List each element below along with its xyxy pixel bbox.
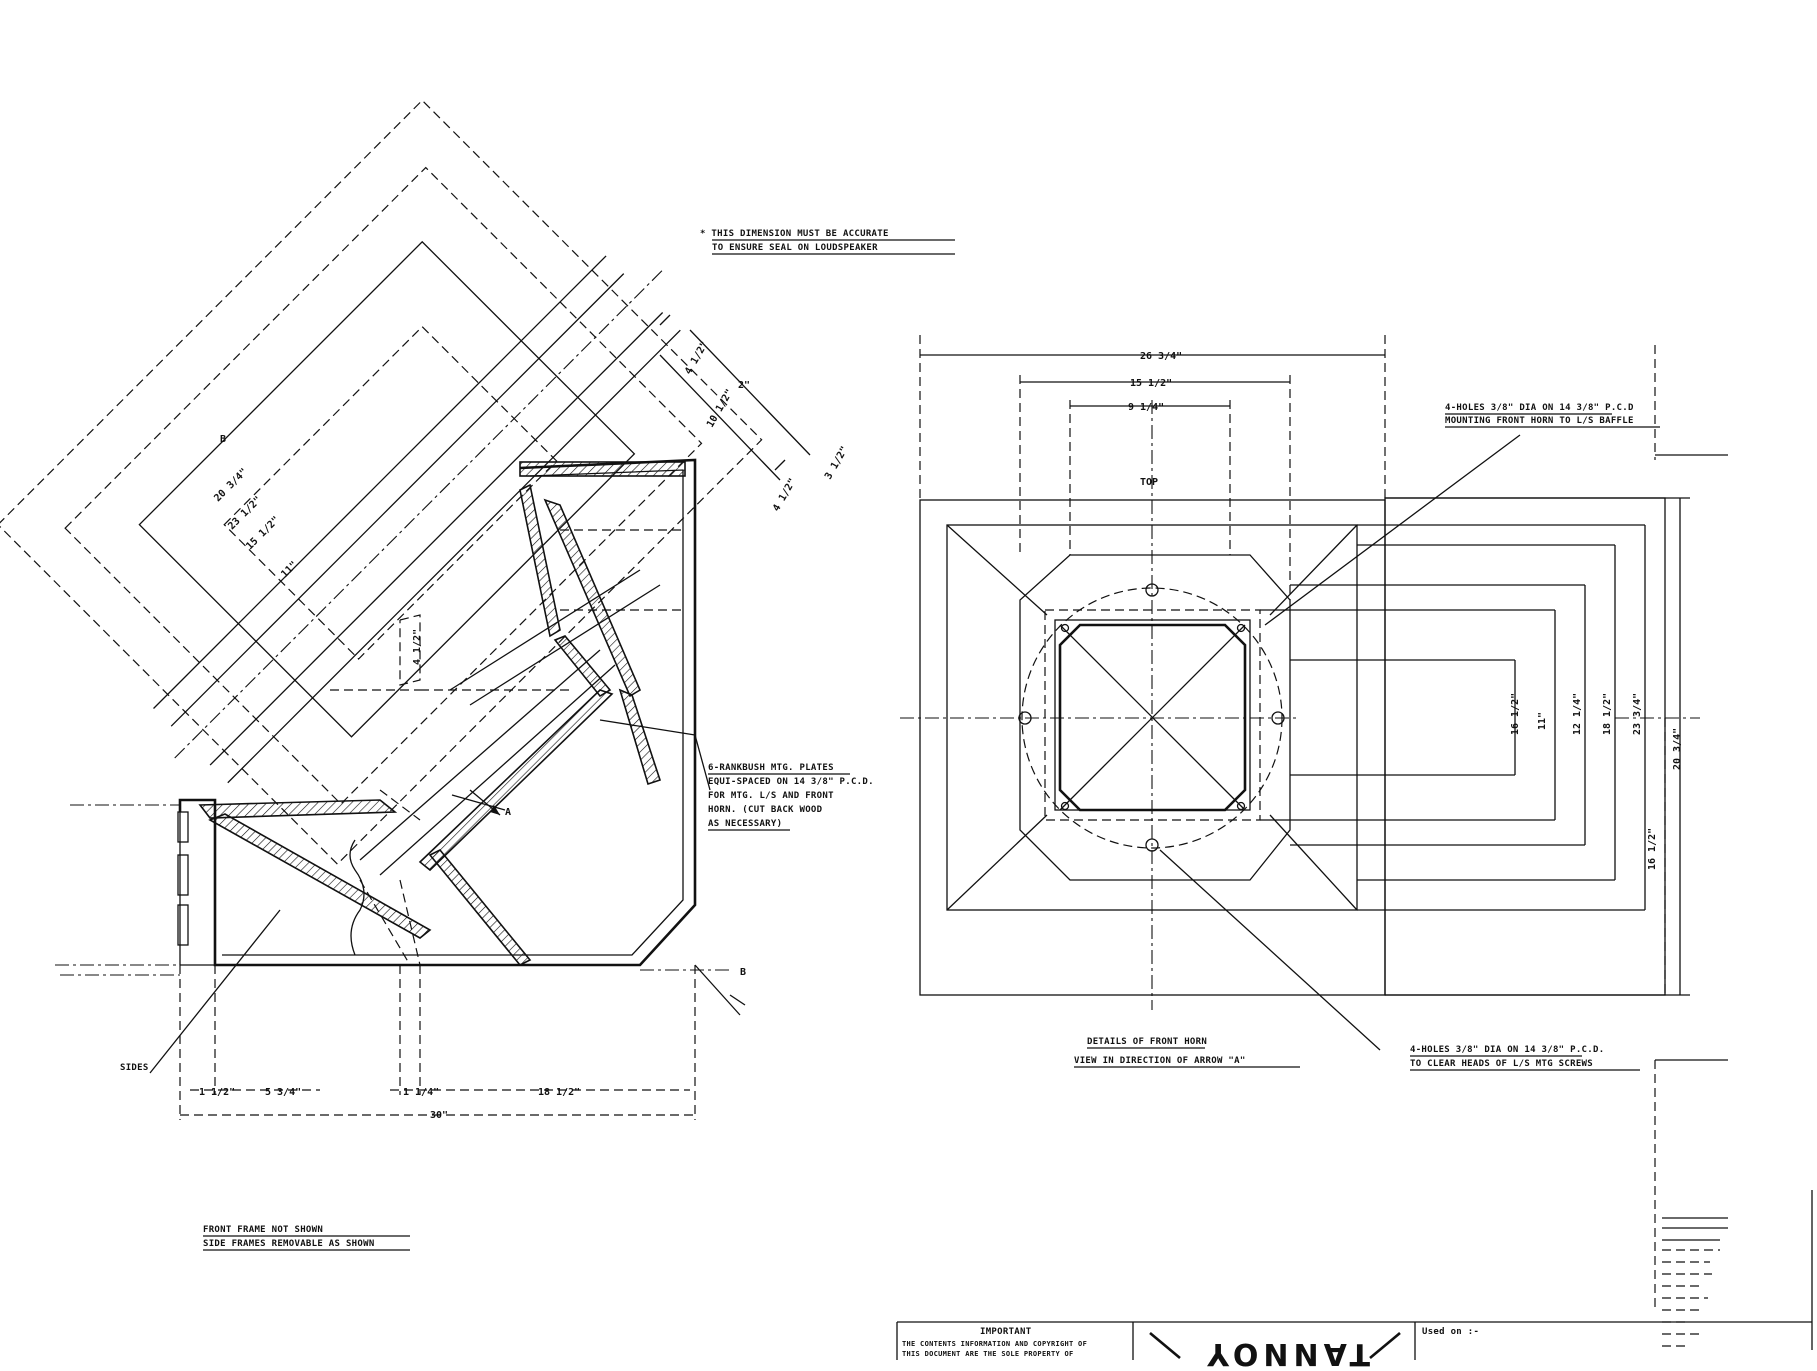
horn-h5: 23 3/4" xyxy=(1632,693,1643,735)
arrow-a-label: A xyxy=(505,807,511,818)
frame-note-1: FRONT FRAME NOT SHOWN xyxy=(203,1225,323,1235)
plates-note-2: EQUI-SPACED ON 14 3/8" P.C.D. xyxy=(708,777,874,787)
title-block: IMPORTANT THE CONTENTS INFORMATION AND C… xyxy=(896,1217,1812,1371)
details-title: DETAILS OF FRONT HORN xyxy=(1087,1037,1207,1047)
dim-d1: 1 1/2" xyxy=(199,1087,235,1098)
dim-d4: 18 1/2" xyxy=(538,1087,580,1098)
plates-note-4: HORN. (CUT BACK WOOD xyxy=(708,805,823,815)
horn-w3: 9 1/4" xyxy=(1128,402,1164,413)
plates-note-5: AS NECESSARY) xyxy=(708,819,782,829)
dim-d3: 1 1/4" xyxy=(403,1087,439,1098)
dim-diag1: 20 3/4" xyxy=(212,467,250,505)
holes-mounting-1: 4-HOLES 3/8" DIA ON 14 3/8" P.C.D xyxy=(1445,403,1634,413)
copyright-line2: THIS DOCUMENT ARE THE SOLE PROPERTY OF xyxy=(902,1350,1074,1358)
details-subtitle: VIEW IN DIRECTION OF ARROW "A" xyxy=(1074,1056,1246,1066)
horn-h7: 16 1/2" xyxy=(1647,828,1658,870)
holes-clear-2: TO CLEAR HEADS OF L/S MTG SCREWS xyxy=(1410,1059,1593,1069)
dim-small4: 3 1/2" xyxy=(823,445,851,482)
tannoy-logo: TANNOY xyxy=(1202,1336,1370,1371)
horn-h4: 18 1/2" xyxy=(1602,693,1613,735)
horn-h6: 20 3/4" xyxy=(1672,728,1683,770)
dim-small1: 4 1/2" xyxy=(412,629,423,665)
tannoy-logo-text: TANNOY xyxy=(1202,1336,1370,1371)
horn-w2: 15 1/2" xyxy=(1130,378,1172,389)
front-horn-detail-view xyxy=(900,335,1813,1350)
accuracy-note: * THIS DIMENSION MUST BE ACCURATE TO ENS… xyxy=(700,229,955,255)
horn-h2: 11" xyxy=(1537,712,1548,730)
copyright-line1: THE CONTENTS INFORMATION AND COPYRIGHT O… xyxy=(902,1340,1087,1348)
revision-block xyxy=(1662,1217,1728,1347)
plates-note-3: FOR MTG. L/S AND FRONT xyxy=(708,791,834,801)
important-label: IMPORTANT xyxy=(980,1327,1032,1337)
sides-label: SIDES xyxy=(120,1063,149,1073)
dim-diag2: 23 1/2" xyxy=(226,495,264,533)
dim-d2: 5 3/4" xyxy=(265,1087,301,1098)
accuracy-note-line1: * THIS DIMENSION MUST BE ACCURATE xyxy=(700,229,889,239)
front-horn-labels: 26 3/4" 15 1/2" 9 1/4" TOP 16 1/2" 11" 1… xyxy=(1074,351,1683,1071)
frame-note-2: SIDE FRAMES REMOVABLE AS SHOWN xyxy=(203,1239,375,1249)
horn-h1: 16 1/2" xyxy=(1510,693,1521,735)
section-marker-bottom: B xyxy=(740,967,746,978)
dim-overall: 30" xyxy=(430,1110,448,1121)
side-section-view xyxy=(0,99,811,1120)
dim-diag3: 15 1/2" xyxy=(244,515,282,553)
accuracy-note-line2: TO ENSURE SEAL ON LOUDSPEAKER xyxy=(712,243,878,253)
dim-small6: 4 1/2" xyxy=(771,477,799,514)
top-label: TOP xyxy=(1140,477,1158,488)
horn-h3: 12 1/4" xyxy=(1572,693,1583,735)
holes-mounting-2: MOUNTING FRONT HORN TO L/S BAFFLE xyxy=(1445,416,1634,426)
holes-clear-1: 4-HOLES 3/8" DIA ON 14 3/8" P.C.D. xyxy=(1410,1045,1604,1055)
dim-small5: 4 1/2" xyxy=(683,340,711,377)
plates-note-1: 6-RANKBUSH MTG. PLATES xyxy=(708,763,834,773)
used-on-label: Used on :- xyxy=(1422,1327,1479,1337)
dim-small2: 2" xyxy=(738,380,750,391)
dim-diag4: 11" xyxy=(279,560,300,581)
horn-w1: 26 3/4" xyxy=(1140,351,1182,362)
section-marker-top: B xyxy=(220,434,226,445)
